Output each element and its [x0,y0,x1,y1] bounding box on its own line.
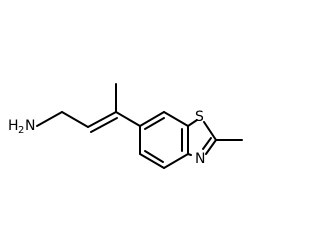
amine-n-label: N [25,118,35,134]
bond-ring-to-s [187,119,198,127]
sulfur-label: S [195,109,204,125]
ring-nitrogen-label: N [195,151,205,167]
bond-ch-cq-secondary [90,117,118,133]
amine-h-label: H [8,118,19,134]
ring-bond-1-inner [144,117,165,130]
bond-ch-cq-primary [87,111,117,128]
bond-n-ch2 [36,111,63,127]
amine-h-count-label: 2 [18,125,24,136]
bond-cq-aryl [115,111,141,127]
ring-bond-5 [139,153,165,169]
bond-c2-n [205,139,217,155]
ring-bond-4 [163,153,189,169]
ring-bond-2 [163,111,189,127]
ring-bond-5-inner [144,150,164,163]
molecule-drawing: H 2 N S N [8,83,243,169]
ring-bond-1 [139,111,165,127]
bond-s-c2 [203,121,217,141]
bond-group [36,83,243,169]
bond-ch2-ch [61,111,89,128]
chemical-structure-diagram: H 2 N S N [8,83,243,169]
atom-label-group: H 2 N S N [8,109,205,167]
bond-c2-n-secondary [202,137,212,150]
bond-n-ring [187,153,192,156]
